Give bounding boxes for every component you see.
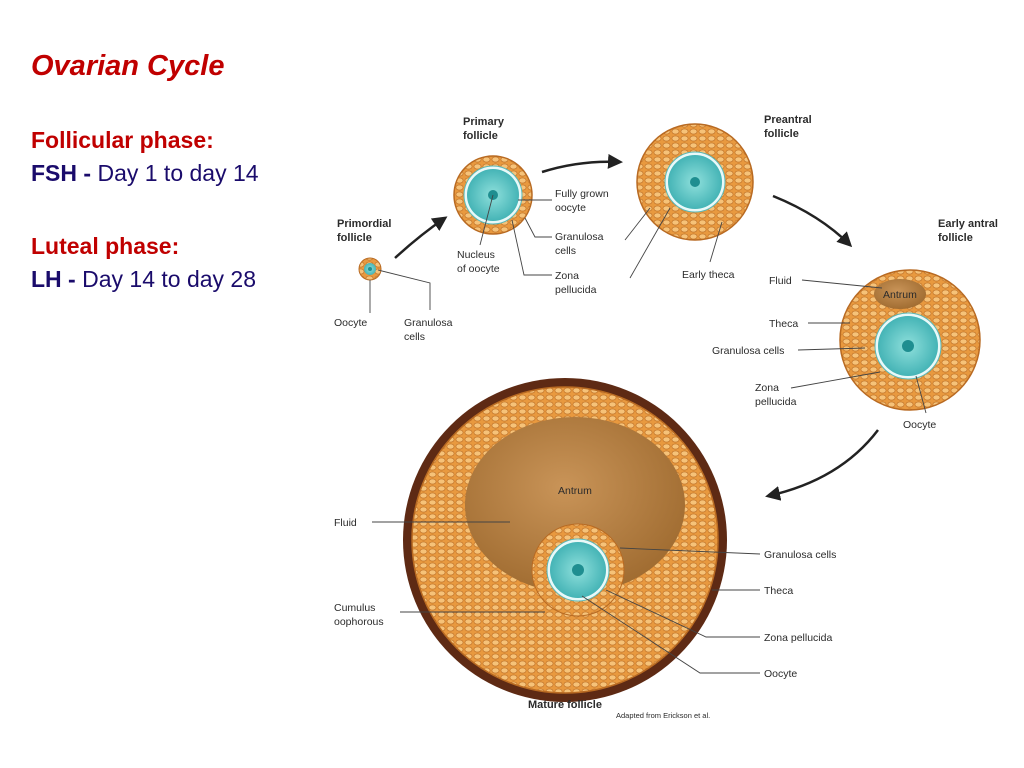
primary-zona-label-1: Zona: [555, 270, 579, 282]
preantral-early-theca-label: Early theca: [682, 269, 735, 281]
mature-cumulus-label-2: oophorous: [334, 616, 384, 628]
luteal-phase-heading: Luteal phase:: [31, 233, 180, 259]
early-antral-zona-label-2: pellucida: [755, 396, 797, 408]
primary-granulosa-label-1: Granulosa: [555, 231, 604, 243]
diagram-credit: Adapted from Erickson et al.: [616, 711, 710, 720]
follicle-development-diagram: Primordial follicle Oocyte Granulosa cel…: [334, 114, 998, 720]
fsh-days: Day 1 to day 14: [97, 160, 259, 186]
primary-fully-grown-label-1: Fully grown: [555, 188, 609, 200]
lh-hormone: LH -: [31, 266, 76, 292]
mature-granulosa-label: Granulosa cells: [764, 549, 836, 561]
arrow-primordial-to-primary: [394, 216, 448, 259]
primary-title-line-1: Primary: [463, 116, 505, 128]
mature-fluid-label: Fluid: [334, 517, 357, 529]
early-antral-zona-label-1: Zona: [755, 382, 779, 394]
primordial-oocyte-label: Oocyte: [334, 317, 367, 329]
primary-title-line-2: follicle: [463, 130, 498, 142]
arrow-early-antral-to-mature: [765, 429, 879, 501]
early-antral-title-line-2: follicle: [938, 232, 973, 244]
mature-follicle: [403, 378, 727, 702]
primary-nucleus-label-2: of oocyte: [457, 263, 500, 275]
early-antral-follicle: [839, 269, 981, 411]
primordial-granulosa-label-1: Granulosa: [404, 317, 453, 329]
fsh-hormone: FSH -: [31, 160, 92, 186]
early-antral-fluid-label: Fluid: [769, 275, 792, 287]
mature-cumulus-label-1: Cumulus: [334, 602, 375, 614]
preantral-follicle: [636, 123, 754, 241]
preantral-title-line-1: Preantral: [764, 114, 812, 126]
primordial-title-line-2: follicle: [337, 232, 372, 244]
stage-arrows: [394, 153, 879, 501]
mature-oocyte-label: Oocyte: [764, 668, 797, 680]
follicular-phase-block: Follicular phase: FSH - Day 1 to day 14: [31, 124, 259, 190]
mature-antrum-label: Antrum: [558, 485, 592, 497]
early-antral-granulosa-label: Granulosa cells: [712, 345, 784, 357]
luteal-phase-block: Luteal phase: LH - Day 14 to day 28: [31, 230, 256, 296]
fsh-line: FSH - Day 1 to day 14: [31, 157, 259, 190]
primordial-title-line-1: Primordial: [337, 218, 391, 230]
preantral-title-line-2: follicle: [764, 128, 799, 140]
mature-title: Mature follicle: [528, 699, 602, 711]
arrow-primary-to-preantral: [541, 153, 623, 174]
slide-title: Ovarian Cycle: [31, 50, 225, 82]
mature-theca-label: Theca: [764, 585, 793, 597]
primordial-granulosa-label-2: cells: [404, 331, 425, 343]
primary-zona-label-2: pellucida: [555, 284, 597, 296]
primary-granulosa-label-2: cells: [555, 245, 576, 257]
primary-nucleus-label-1: Nucleus: [457, 249, 495, 261]
lh-line: LH - Day 14 to day 28: [31, 263, 256, 296]
mature-zona-label: Zona pellucida: [764, 632, 832, 644]
early-antral-antrum-label: Antrum: [883, 289, 917, 301]
lh-days: Day 14 to day 28: [82, 266, 257, 292]
early-antral-oocyte-label: Oocyte: [903, 419, 936, 431]
early-antral-theca-label: Theca: [769, 318, 798, 330]
primordial-follicle: [358, 257, 382, 281]
early-antral-title-line-1: Early antral: [938, 218, 998, 230]
primary-fully-grown-label-2: oocyte: [555, 202, 586, 214]
arrow-preantral-to-early-antral: [772, 194, 853, 248]
follicular-phase-heading: Follicular phase:: [31, 127, 214, 153]
